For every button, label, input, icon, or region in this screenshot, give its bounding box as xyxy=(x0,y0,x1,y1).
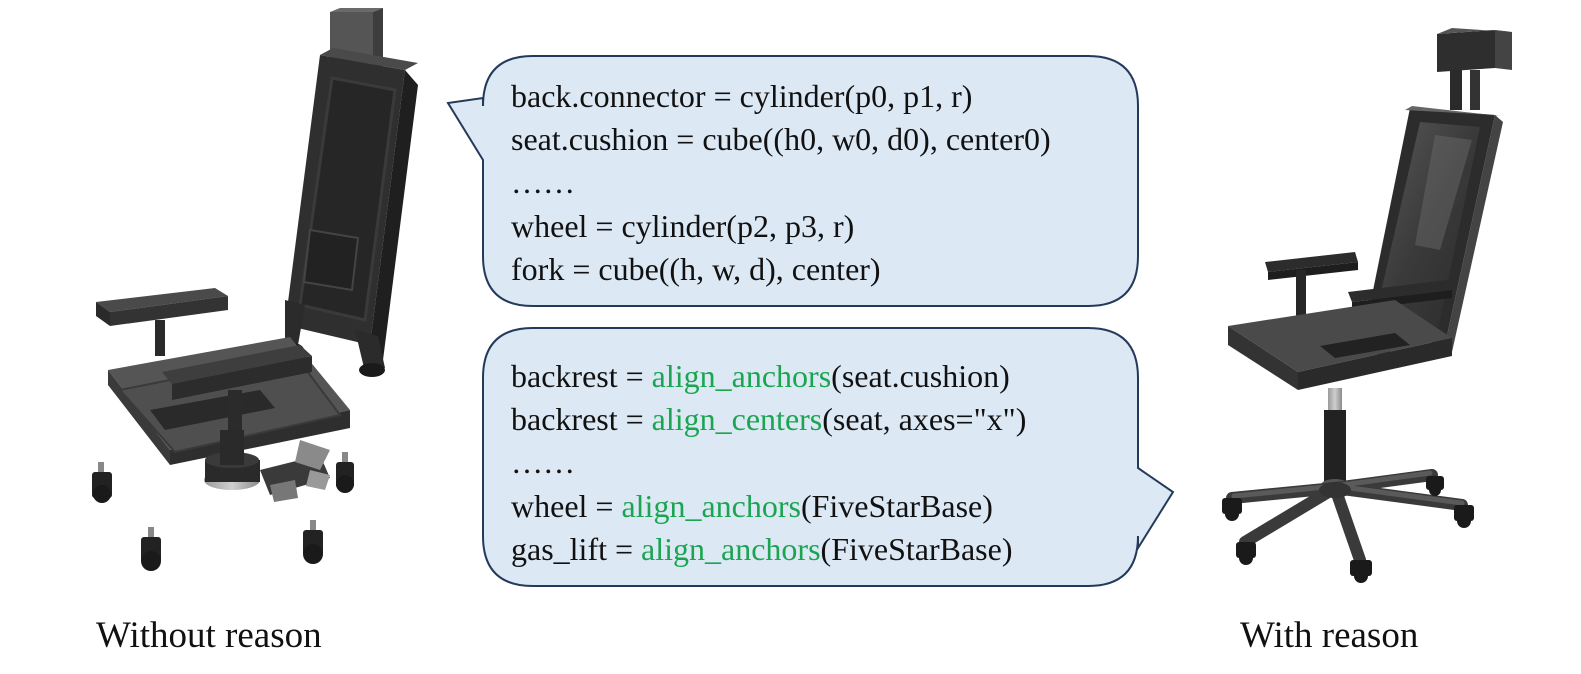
code-line-seat-cushion: seat.cushion = cube((h0, w0, d0), center… xyxy=(511,121,1051,157)
code-line-wheel: wheel = cylinder(p2, p3, r) xyxy=(511,208,855,244)
code-text: (seat.cushion) xyxy=(831,358,1010,394)
function-name: align_anchors xyxy=(621,488,801,524)
code-line-wheel-anchors: wheel = align_anchors(FiveStarBase) xyxy=(511,486,993,526)
code-line-back-connector: back.connector = cylinder(p0, p1, r) xyxy=(511,78,973,114)
code-text: …… xyxy=(511,444,575,480)
bottom-speech-bubble xyxy=(482,327,1175,587)
code-line-ellipsis: …… xyxy=(511,164,575,200)
code-text: gas_lift = xyxy=(511,531,642,567)
code-text: (seat, axes="x") xyxy=(822,401,1027,437)
function-name: align_anchors xyxy=(651,358,832,394)
code-text: (FiveStarBase) xyxy=(820,531,1013,567)
code-text: backrest = xyxy=(511,401,652,437)
code-line-gas-lift-anchors: gas_lift = align_anchors(FiveStarBase) xyxy=(511,529,1012,569)
caption-without-reason: Without reason xyxy=(96,615,322,656)
code-line-ellipsis: …… xyxy=(511,442,575,482)
chair-without-reason xyxy=(92,8,418,571)
code-text: (FiveStarBase) xyxy=(800,488,993,524)
function-name: align_anchors xyxy=(641,531,821,567)
code-text: wheel = xyxy=(511,488,622,524)
code-line-fork: fork = cube((h, w, d), center) xyxy=(511,251,881,287)
function-name: align_centers xyxy=(651,401,823,437)
code-line-backrest-centers: backrest = align_centers(seat, axes="x") xyxy=(511,399,1026,439)
caption-with-reason: With reason xyxy=(1240,615,1419,656)
chair-with-reason xyxy=(1222,28,1512,583)
top-speech-bubble xyxy=(446,55,1139,307)
code-text: backrest = xyxy=(511,358,652,394)
code-line-backrest-anchors: backrest = align_anchors(seat.cushion) xyxy=(511,356,1010,396)
